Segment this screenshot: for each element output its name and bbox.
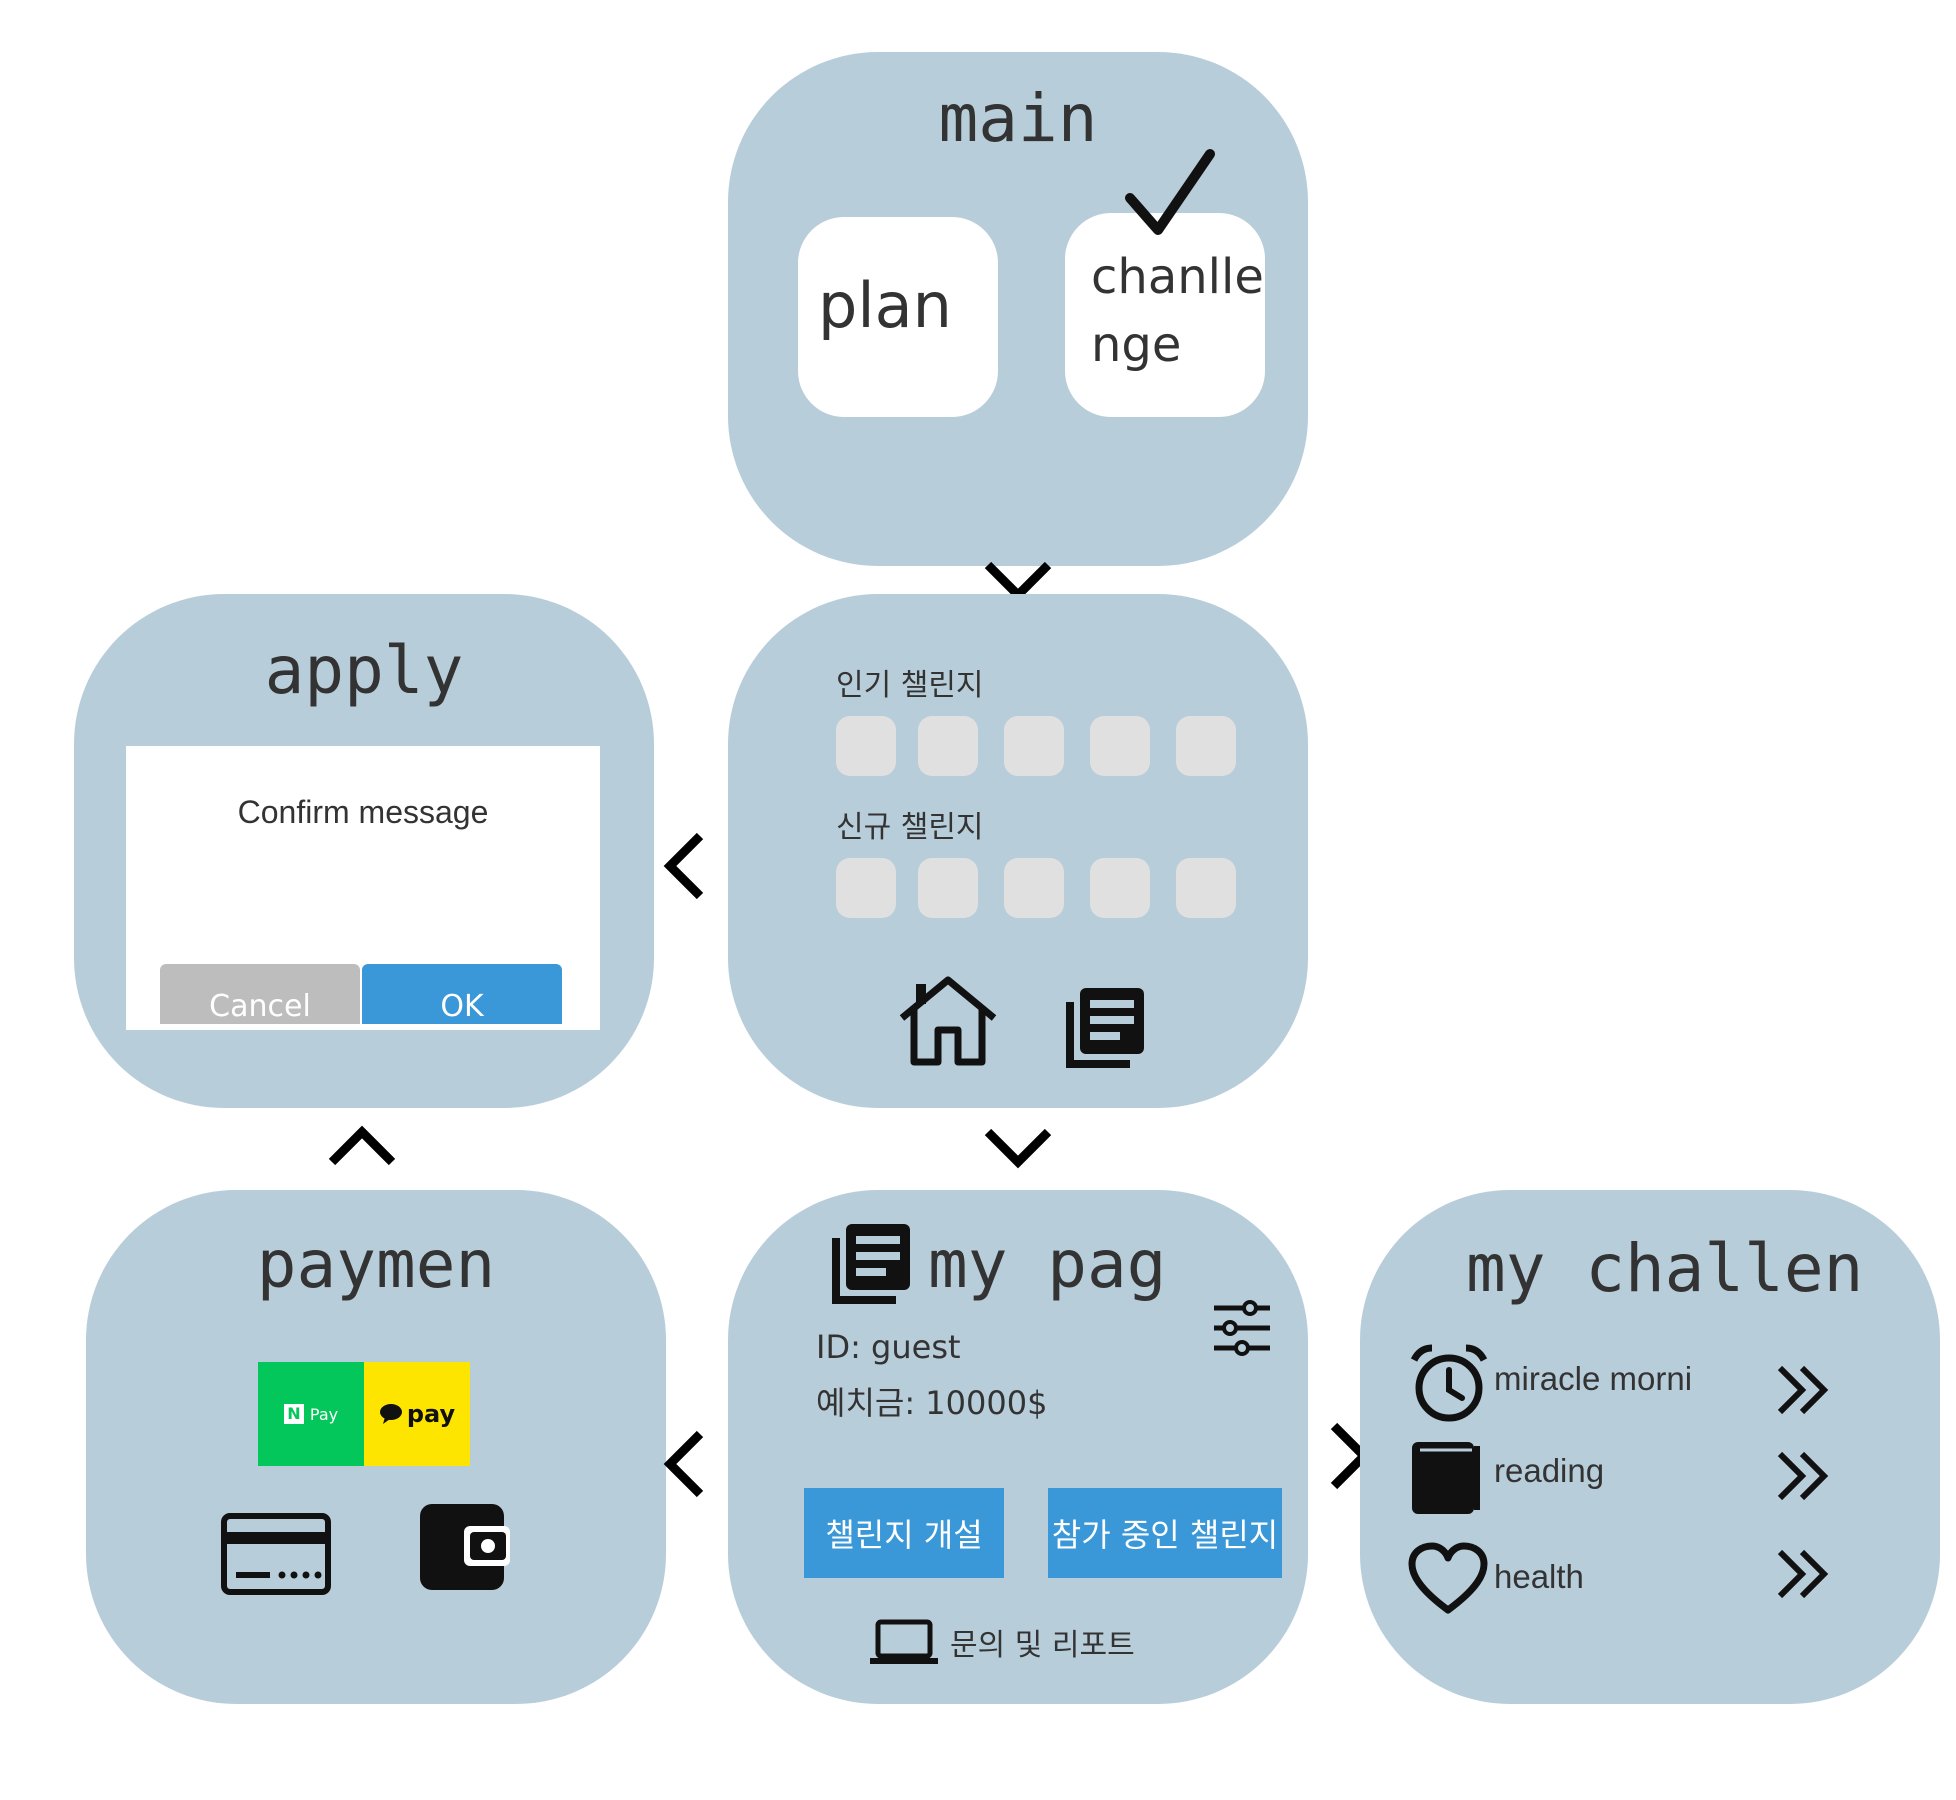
laptop-icon xyxy=(868,1618,940,1666)
confirm-dialog: Confirm message Cancel OK xyxy=(126,746,600,1030)
arrow-down-icon xyxy=(978,1112,1058,1192)
main-title: main xyxy=(938,80,1098,157)
create-challenge-button[interactable]: 챌린지 개설 xyxy=(804,1488,1004,1578)
mypage-title: my pag xyxy=(928,1226,1167,1303)
double-chevron-right-icon[interactable] xyxy=(1774,1448,1834,1504)
npay-button[interactable]: N Pay xyxy=(258,1362,364,1466)
speech-bubble-icon xyxy=(379,1403,403,1425)
newspaper-icon xyxy=(824,1220,914,1306)
kakaopay-button[interactable]: pay xyxy=(364,1362,470,1466)
new-challenge-tile[interactable] xyxy=(918,858,978,918)
challenge-item-label[interactable]: health xyxy=(1494,1558,1584,1595)
heart-icon xyxy=(1408,1542,1488,1616)
popular-challenge-tile[interactable] xyxy=(918,716,978,776)
new-challenge-label: 신규 챌린지 xyxy=(836,810,984,845)
joined-challenge-button[interactable]: 참가 중인 챌린지 xyxy=(1048,1488,1282,1578)
ok-button[interactable]: OK xyxy=(362,964,562,1024)
new-challenge-tile[interactable] xyxy=(1004,858,1064,918)
payment-title: paymen xyxy=(256,1226,496,1303)
challenge-item-label[interactable]: reading xyxy=(1494,1452,1605,1489)
credit-card-icon[interactable] xyxy=(220,1512,332,1596)
book-icon xyxy=(1410,1440,1482,1516)
apply-screen: apply Confirm message Cancel OK xyxy=(74,594,654,1108)
arrow-left-icon xyxy=(650,1424,730,1504)
new-challenge-tile[interactable] xyxy=(1176,858,1236,918)
double-chevron-right-icon[interactable] xyxy=(1774,1546,1834,1602)
popular-challenge-label: 인기 챌린지 xyxy=(836,668,984,703)
double-chevron-right-icon[interactable] xyxy=(1774,1362,1834,1418)
checkmark-icon xyxy=(1120,148,1220,248)
challenge-label-line1: chanlle xyxy=(1091,249,1264,305)
newspaper-icon[interactable] xyxy=(1058,984,1148,1070)
plan-label: plan xyxy=(818,269,952,342)
main-screen: main plan chanlle nge xyxy=(728,52,1308,566)
arrow-up-icon xyxy=(322,1110,402,1190)
new-challenge-tile[interactable] xyxy=(1090,858,1150,918)
kakaopay-label: pay xyxy=(406,1400,456,1428)
my-challenge-title: my challen xyxy=(1466,1230,1864,1307)
arrow-left-icon xyxy=(650,826,730,906)
challenge-card[interactable]: chanlle nge xyxy=(1065,213,1265,417)
challenge-label-line2: nge xyxy=(1091,317,1182,373)
confirm-message: Confirm message xyxy=(237,794,489,830)
alarm-clock-icon xyxy=(1410,1344,1488,1424)
home-icon[interactable] xyxy=(896,974,1000,1068)
popular-challenge-tile[interactable] xyxy=(836,716,896,776)
user-id-text: ID: guest xyxy=(816,1328,961,1366)
npay-label: Pay xyxy=(309,1404,339,1424)
npay-logo-icon: N xyxy=(283,1404,304,1424)
inquiry-report-link[interactable]: 문의 및 리포트 xyxy=(950,1628,1135,1663)
cancel-button[interactable]: Cancel xyxy=(160,964,360,1024)
wallet-icon[interactable] xyxy=(418,1502,512,1592)
popular-challenge-tile[interactable] xyxy=(1176,716,1236,776)
challenge-list-screen: 인기 챌린지 신규 챌린지 xyxy=(728,594,1308,1108)
mypage-screen: my pag ID: guest 예치금: 10000$ 챌린지 개설 참가 중… xyxy=(728,1190,1308,1704)
apply-title: apply xyxy=(264,632,464,709)
my-challenge-screen: my challen miracle morni reading xyxy=(1360,1190,1940,1704)
popular-challenge-tile[interactable] xyxy=(1004,716,1064,776)
settings-sliders-icon[interactable] xyxy=(1212,1300,1272,1356)
deposit-text: 예치금: 10000$ xyxy=(816,1384,1048,1422)
popular-challenge-tile[interactable] xyxy=(1090,716,1150,776)
challenge-item-label[interactable]: miracle morni xyxy=(1494,1360,1693,1397)
new-challenge-tile[interactable] xyxy=(836,858,896,918)
payment-screen: paymen N Pay pay xyxy=(86,1190,666,1704)
plan-card[interactable]: plan xyxy=(798,217,998,417)
